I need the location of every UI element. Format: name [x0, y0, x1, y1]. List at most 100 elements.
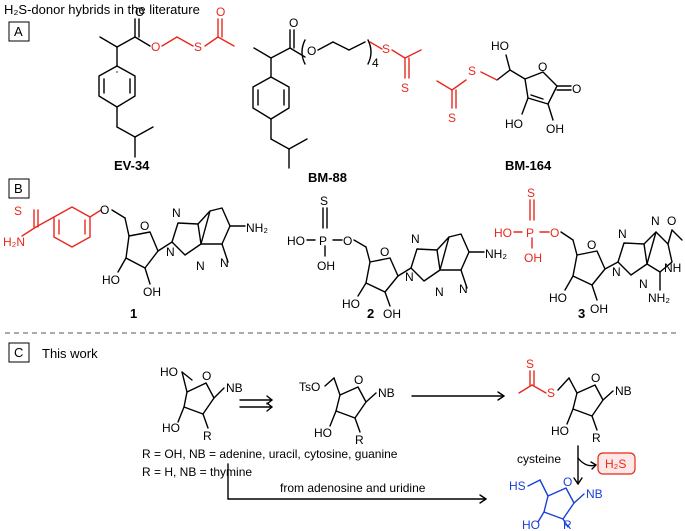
- atom-label: N: [172, 206, 181, 220]
- panel-a: A O O S O EV-34: [8, 5, 581, 185]
- atom-label: N: [459, 282, 468, 296]
- atom-label: N: [411, 232, 420, 246]
- atom-label: HO: [505, 117, 523, 131]
- atom-label: P: [319, 234, 327, 248]
- atom-label: R: [563, 518, 572, 531]
- atom-label: OH: [590, 302, 608, 316]
- atom-label: O: [343, 234, 352, 248]
- panel-b-label: B: [14, 181, 23, 196]
- atom-label: OH: [383, 307, 401, 321]
- byproduct-curve: [577, 457, 597, 467]
- atom-label: R: [592, 431, 601, 445]
- h2s-badge-text: H₂S: [605, 457, 626, 471]
- panel-b-box: [8, 178, 30, 199]
- atom-label: HS: [509, 479, 526, 493]
- atom-label: O: [667, 214, 676, 228]
- compound-label-3: 3: [578, 306, 585, 321]
- compound-label-1: 1: [130, 306, 137, 321]
- atom-label: S: [320, 194, 328, 208]
- panel-c: C This work HO O NB HO R: [8, 342, 636, 531]
- atom-label: N: [220, 256, 229, 270]
- atom-label: NH₂: [246, 221, 268, 235]
- atom-label: HO: [551, 424, 569, 438]
- atom-label: O: [135, 5, 144, 19]
- panel-c-box: [8, 342, 30, 363]
- panel-a-box: [8, 21, 30, 42]
- atom-label: O: [380, 245, 389, 259]
- atom-label: OH: [143, 285, 161, 299]
- atom-label: N: [435, 285, 444, 299]
- atom-label: S: [14, 204, 22, 218]
- atom-label: S: [382, 42, 390, 56]
- legend-line-1: R = OH, NB = adenine, uracil, cytosine, …: [142, 447, 398, 461]
- route-label: from adenosine and uridine: [280, 481, 426, 495]
- atom-label: O: [100, 203, 109, 217]
- structure-3: S HO P OH O O N N N O NH N NH₂ HO OH: [494, 186, 683, 316]
- atom-label: O: [563, 475, 572, 489]
- atom-label: O: [591, 371, 600, 385]
- figure-title: H₂S-donor hybrids in the literature: [4, 2, 200, 17]
- h2s-badge: [597, 452, 636, 475]
- structure-tosylate: TsO O NB HO R: [299, 373, 395, 447]
- structure-ev34: O O S O: [98, 5, 235, 158]
- structure-thioacetate: S S O NB HO R: [518, 357, 632, 445]
- atom-label: N: [639, 277, 648, 291]
- atom-label: O: [216, 5, 225, 19]
- atom-label: O: [538, 60, 547, 74]
- atom-label: N: [612, 265, 621, 279]
- atom-label: NB: [378, 386, 395, 400]
- structure-thiol-product: HS O NB HO R: [509, 475, 603, 531]
- compound-label-bm88: BM-88: [308, 170, 347, 185]
- atom-label: N: [651, 214, 660, 228]
- atom-label: HO: [491, 39, 509, 53]
- atom-label: O: [587, 238, 596, 252]
- compound-label-2: 2: [367, 306, 374, 321]
- atom-label: N: [166, 245, 175, 259]
- atom-label: OH: [546, 122, 564, 136]
- atom-label: O: [354, 373, 363, 387]
- atom-label: S: [448, 111, 456, 125]
- panel-c-title: This work: [42, 346, 98, 361]
- atom-label: O: [151, 40, 160, 54]
- reagent-cysteine: cysteine: [517, 452, 561, 466]
- atom-label: O: [307, 44, 316, 58]
- atom-label: HO: [287, 234, 305, 248]
- structure-start-nucleoside: HO O NB HO R: [160, 365, 243, 443]
- atom-label: H₂N: [3, 235, 25, 249]
- compound-label-bm164: BM-164: [505, 158, 552, 173]
- atom-label: TsO: [299, 380, 320, 394]
- atom-label: HO: [522, 518, 540, 531]
- atom-label: NH: [664, 261, 681, 275]
- atom-label: O: [572, 82, 581, 96]
- panel-c-label: C: [14, 345, 23, 360]
- atom-label: S: [468, 64, 476, 78]
- atom-label: N: [196, 259, 205, 273]
- atom-label: S: [526, 357, 534, 371]
- atom-label: NB: [226, 381, 243, 395]
- atom-label: NB: [586, 487, 603, 501]
- panel-a-label: A: [14, 24, 23, 39]
- atom-label: HO: [342, 297, 360, 311]
- structure-bm88: O O 4 S S: [252, 16, 422, 169]
- compound-label-ev34: EV-34: [114, 158, 150, 173]
- atom-label: N: [618, 227, 627, 241]
- atom-label: R: [355, 433, 364, 447]
- atom-label: HO: [549, 291, 567, 305]
- structure-1: S H₂N O O N N N N NH₂ HO OH: [3, 203, 268, 299]
- atom-label: S: [547, 386, 555, 400]
- atom-label: S: [194, 40, 202, 54]
- structure-2: S HO P OH O O N N N N NH₂ HO OH: [287, 194, 507, 321]
- atom-label: HO: [160, 365, 178, 379]
- atom-label: P: [526, 226, 534, 240]
- atom-label: NB: [615, 384, 632, 398]
- atom-label: NH₂: [648, 291, 670, 305]
- repeat-subscript: 4: [372, 56, 379, 70]
- atom-label: O: [202, 369, 211, 383]
- atom-label: HO: [162, 421, 180, 435]
- atom-label: HO: [494, 226, 512, 240]
- atom-label: S: [527, 186, 535, 200]
- atom-label: N: [405, 270, 414, 284]
- atom-label: S: [401, 81, 409, 95]
- atom-label: OH: [524, 251, 542, 265]
